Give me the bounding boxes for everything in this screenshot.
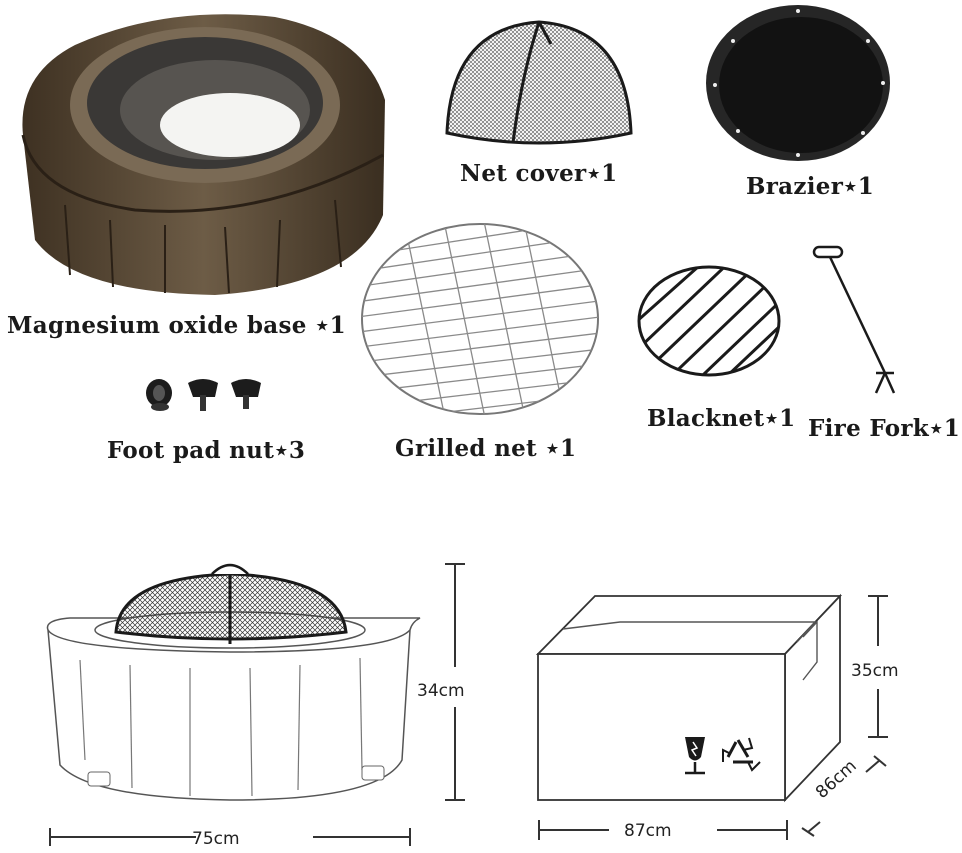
brazier-label: Brazier⋆1 <box>746 173 875 200</box>
brazier-image <box>706 5 890 161</box>
shipping-box-drawing <box>535 593 843 803</box>
net-cover-image <box>445 20 633 145</box>
grilled-net-image <box>361 223 599 415</box>
box-height-label: 35cm <box>851 661 899 681</box>
grilled-net-label: Grilled net ⋆1 <box>395 435 577 462</box>
magnesium-oxide-base-image <box>21 14 385 295</box>
box-depth-dimension-line <box>801 755 887 837</box>
fragile-glass-icon <box>685 737 705 775</box>
product-width-label: 75cm <box>192 829 240 849</box>
box-width-dimension-line <box>538 820 788 840</box>
box-width-label: 87cm <box>624 821 672 841</box>
product-height-label: 34cm <box>417 681 465 701</box>
product-width-dimension-line <box>49 828 411 846</box>
recycle-icon <box>722 737 761 772</box>
product-height-dimension-line <box>445 563 465 801</box>
assembled-fire-pit-drawing <box>46 563 421 801</box>
magnesium-oxide-base-label: Magnesium oxide base ⋆1 <box>7 312 346 339</box>
fire-fork-image <box>812 245 896 394</box>
foot-pad-nut-label: Foot pad nut⋆3 <box>107 437 306 464</box>
box-height-dimension-line <box>868 595 888 738</box>
fire-fork-label: Fire Fork⋆1 <box>808 415 960 442</box>
blacknet-image <box>637 265 781 377</box>
net-cover-label: Net cover⋆1 <box>460 160 618 187</box>
foot-pad-nuts-image <box>146 379 261 411</box>
blacknet-label: Blacknet⋆1 <box>647 405 796 432</box>
